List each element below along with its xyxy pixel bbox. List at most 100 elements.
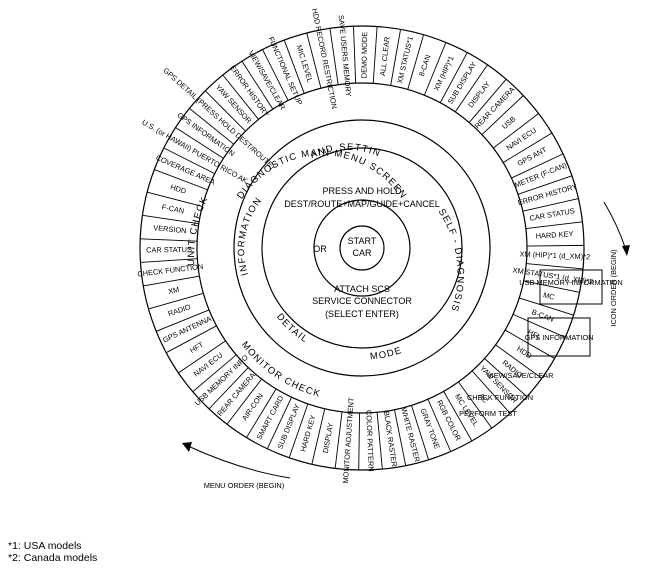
segment-divider [517,175,573,195]
svg-text:DETAIL: DETAIL [274,311,310,345]
segment-divider [394,409,407,466]
item-ring [196,82,528,414]
segment-divider [226,378,263,425]
segment-divider [423,42,447,96]
menu-item-label: HDD [169,182,187,195]
menu-item-label: USB [500,114,517,131]
segment-divider [504,329,555,359]
menu-item-label: XM (HIP)*1 (d_XM)*2 [519,249,590,261]
start-text: START [348,236,377,246]
menu-item-label: CAR STATUS [146,245,192,255]
menu-item-label: HFT [188,340,205,355]
footnote-canada: *2: Canada models [8,552,98,564]
detail-caption: DETAIL [274,311,309,345]
segment-divider [525,221,583,229]
segment-divider [407,34,425,90]
segment-divider [427,399,452,452]
segment-divider [288,403,309,458]
segment-divider [192,354,237,393]
section-ring [233,119,491,377]
perform-test-label: PERFORM TEST [459,409,517,418]
connector-text: SERVICE CONNECTOR [312,296,412,306]
segment-divider [329,28,339,85]
segment-divider [495,344,543,379]
menu-item-label: GPS ANT [516,145,549,168]
segment-divider [526,244,584,247]
segment-divider [526,263,584,270]
gps-information-label: GPS INFORMATION [525,333,594,342]
segment-divider [443,391,473,442]
segment-divider [376,412,383,470]
menu-order-arrow: MENU ORDER (BEGIN) [182,442,291,490]
attach-text: ATTACH SCS [334,284,390,294]
car-text: CAR [352,248,372,258]
menu-item-label: NAVI ECU [505,126,538,153]
segment-divider [143,275,200,287]
menu-item-label: AIR-CON [240,392,265,423]
start-car-circle [339,225,385,271]
segment-dividers [140,26,584,470]
menu-order-label: MENU ORDER (BEGIN) [204,481,284,490]
menu-item-label: DEMO MODE [359,32,369,79]
icon-order-line [603,201,627,251]
center-panel: START CAR PRESS AND HOLD DEST/ROUTE+MAP/… [284,186,440,319]
svg-text:UNIT CHECK: UNIT CHECK [186,195,211,266]
segment-divider [522,198,579,212]
menu-item-label: XM [167,285,180,296]
segment-divider [241,60,274,110]
menu-item-label: 8-CAN [417,54,433,78]
or-text: OR [313,244,327,254]
segment-divider [493,113,539,149]
icon-order-arrow: ICON ORDER (BEGIN) [603,201,630,327]
segment-divider [266,397,293,449]
menu-item-label: WHITE RASTER [399,407,422,463]
segment-divider [334,411,343,469]
menu-item-label: MIC LEVEL [295,44,315,84]
segment-divider [175,127,224,159]
menu-item-label: MC [542,290,556,302]
footnotes: *1: USA models *2: Canada models [8,540,97,564]
segment-divider [140,238,198,242]
menu-item-label: DISPLAY [321,422,335,454]
segment-divider [411,405,430,460]
icon-order-arrowhead [622,245,630,256]
outer-ring [139,25,585,471]
segment-divider [311,408,326,465]
center-ring [313,199,411,297]
segment-divider [523,280,580,293]
segment-divider [468,78,507,123]
segment-divider [502,132,553,163]
svg-text:SELF - DIAGNOSIS: SELF - DIAGNOSIS [436,207,466,313]
menu-item-label: COLOR PATTERN [364,410,375,472]
segment-divider [154,169,208,191]
segment-divider [511,153,564,179]
menu-order-arrowhead [182,442,192,452]
segment-divider [481,95,524,135]
segment-divider [439,52,468,103]
segment-divider [454,64,488,113]
segment-divider [246,388,277,438]
usb-memory-box [539,269,603,305]
segment-divider [163,147,215,175]
segment-divider [189,107,235,145]
menu-order-line [187,445,291,479]
unit-check-caption: UNIT CHECK [186,195,209,266]
gps-information-box [527,317,591,357]
segment-divider [353,26,357,84]
check-function-label: CHECK FUNCTION [467,393,533,402]
wheel-rings [139,25,585,471]
segment-divider [306,32,322,89]
segment-divider [283,39,305,94]
menu-item-label: GRAY TONE [418,407,441,450]
menu-item-label: VERSION [153,223,187,235]
segment-divider [484,358,528,397]
segment-divider [147,191,203,207]
right-extension: USB MEMORY INFORMATION GPS INFORMATION V… [459,269,623,418]
segment-divider [222,74,259,120]
segment-divider [148,292,204,310]
select-enter-text: (SELECT ENTER) [325,309,399,319]
menu-item-label: HARD KEY [535,229,573,240]
menu-item-label: MONITOR ADJUSTMENT [341,397,356,484]
main-menu-ring [261,147,463,349]
